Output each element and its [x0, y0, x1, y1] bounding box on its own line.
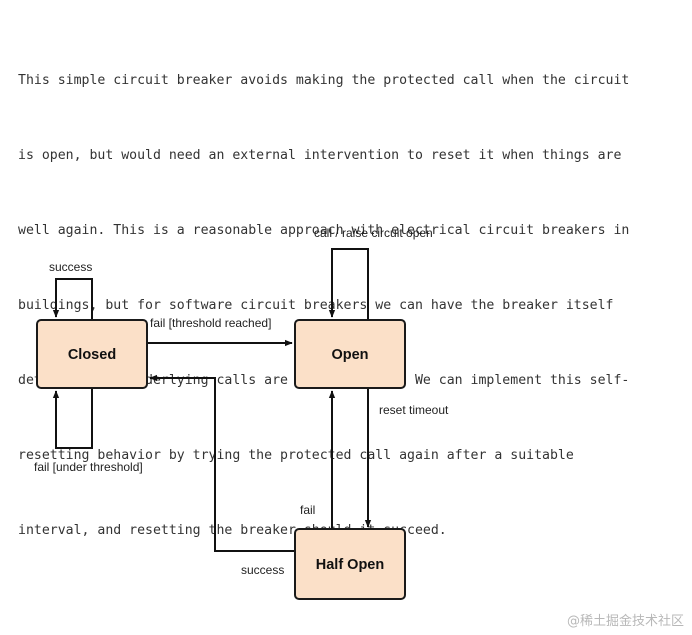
- paragraph-line: well again. This is a reasonable approac…: [18, 223, 630, 238]
- closed-fail-under-loop-arrow: [52, 388, 93, 449]
- closed-fail-under-label: fail [under threshold]: [34, 460, 143, 474]
- half-open-fail-label: fail: [300, 503, 315, 517]
- closed-success-label: success: [49, 260, 92, 274]
- closed-success-loop-arrow: [52, 278, 93, 320]
- paragraph-line: is open, but would need an external inte…: [18, 148, 622, 163]
- state-half-open-label: Half Open: [316, 557, 384, 573]
- half-open-to-closed-arrow: [149, 374, 295, 552]
- watermark: @稀土掘金技术社区: [566, 614, 684, 629]
- state-open: Open: [294, 319, 406, 389]
- state-closed-label: Closed: [68, 347, 116, 363]
- state-open-label: Open: [331, 347, 368, 363]
- state-closed: Closed: [36, 319, 148, 389]
- reset-timeout-label: reset timeout: [379, 403, 449, 417]
- open-self-loop-arrow: [328, 248, 369, 320]
- state-half-open: Half Open: [294, 528, 406, 600]
- half-open-success-label: success: [241, 563, 284, 577]
- paragraph-line: buildings, but for software circuit brea…: [18, 298, 614, 313]
- paragraph-line: This simple circuit breaker avoids makin…: [18, 73, 630, 88]
- closed-to-open-label: fail [threshold reached]: [150, 316, 271, 330]
- open-self-loop-label: call / raise circuit open: [314, 226, 433, 240]
- paragraph-line: resetting behavior by trying the protect…: [18, 448, 574, 463]
